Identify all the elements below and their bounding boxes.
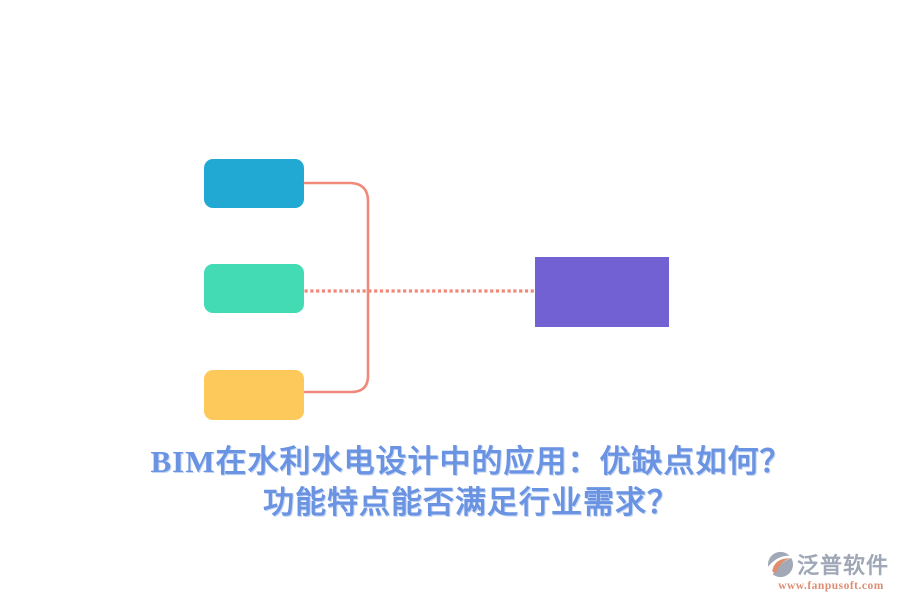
page-title: BIM在水利水电设计中的应用：优缺点如何？ 功能特点能否满足行业需求？	[0, 441, 900, 523]
fanpu-watermark: 泛普软件 www.fanpusoft.com	[766, 548, 896, 592]
node-bottom-left	[204, 370, 304, 420]
fanpu-url-text: www.fanpusoft.com	[778, 580, 884, 592]
logo-leaf-shape	[772, 557, 791, 573]
title-line-2: 功能特点能否满足行业需求？	[263, 485, 679, 520]
bracket-connector-line	[303, 181, 370, 394]
title-line-1: BIM在水利水电设计中的应用：优缺点如何？	[150, 444, 792, 479]
node-right	[535, 257, 669, 327]
fanpu-brand-text: 泛普软件	[797, 553, 890, 578]
fanpu-logo-icon	[766, 551, 795, 577]
node-top-left	[204, 159, 304, 208]
node-middle-left	[204, 264, 304, 313]
